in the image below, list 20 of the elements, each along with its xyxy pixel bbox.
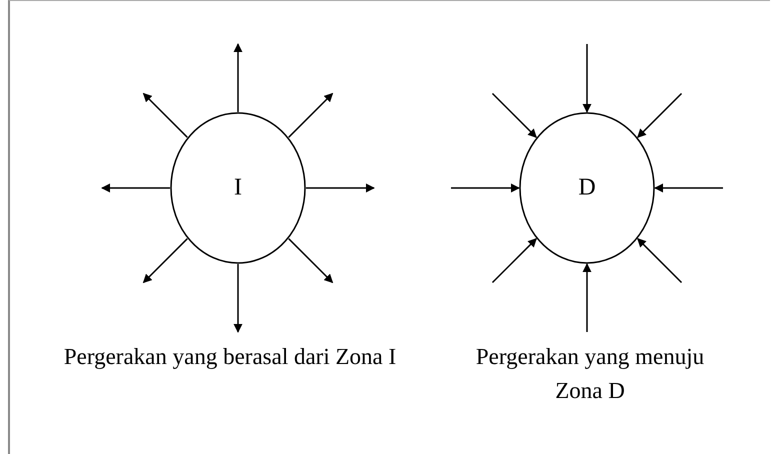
zone-letter: I [234, 174, 242, 200]
arrow [492, 92, 537, 138]
arrow [582, 263, 592, 332]
arrow [492, 238, 537, 284]
arrow [288, 92, 334, 138]
zone-letter: D [578, 174, 596, 200]
arrow [306, 184, 375, 192]
zone-label: Pergerakan yang berasal dari Zona I [62, 343, 398, 371]
arrow [234, 264, 242, 333]
arrow [637, 238, 682, 284]
arrow [637, 92, 682, 138]
arrow [451, 184, 520, 192]
arrow [582, 44, 592, 113]
arrow [654, 184, 723, 192]
arrow [234, 43, 242, 112]
arrow [288, 238, 334, 284]
arrow [101, 184, 170, 192]
arrow [142, 238, 188, 284]
zone-label: Pergerakan yang menuju Zona D [474, 343, 706, 405]
arrow [142, 92, 188, 138]
